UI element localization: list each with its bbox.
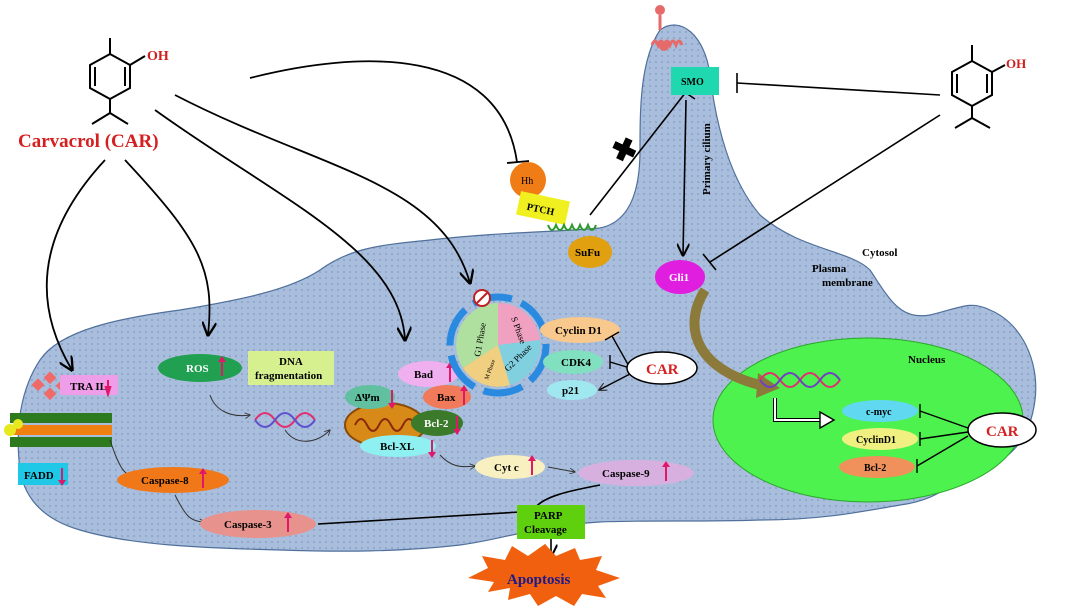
death-receptor-icon: [4, 413, 112, 447]
cytc-node: [475, 455, 545, 479]
car-node-nucleus: [967, 412, 1037, 448]
p21-node: [547, 380, 597, 400]
apoptosis-burst: [468, 544, 620, 606]
bax-label: Bax: [437, 392, 456, 404]
cyclin-d1-node: [540, 317, 620, 343]
smo-label: SMO: [681, 77, 704, 88]
cmyc-node: [842, 400, 918, 422]
cytosol-label: Cytosol: [862, 247, 897, 259]
primary-cilium-label: Primary cilium: [701, 123, 713, 195]
nucleus-dna-helix-icon: [759, 372, 841, 388]
nucleus-car-inhibit: [916, 404, 969, 473]
parp-label: PARP: [534, 510, 563, 522]
bcl2-node-mito: [411, 410, 463, 436]
car-node-cell-cycle: [626, 351, 698, 385]
cyclin-d1-label: Cyclin D1: [555, 325, 602, 337]
cilium-receptor-icon: [650, 5, 684, 51]
carvacrol-structure-left: [89, 38, 146, 125]
casp9-to-parp-line: [534, 484, 601, 509]
ptch-membrane-coil: [547, 222, 597, 231]
hh-label: Hh: [521, 176, 533, 187]
trail-label: TRA IL: [70, 381, 107, 393]
oh-label-left: OH: [147, 49, 169, 64]
cytc-label: Cyt c: [494, 462, 519, 474]
dna-fragmentation-box: [248, 351, 334, 385]
bad-label: Bad: [414, 369, 433, 381]
caspase8-label: Caspase-8: [141, 475, 189, 487]
p21-label: p21: [562, 385, 579, 397]
casp3-to-parp-line: [317, 511, 521, 525]
cdk4-node: [543, 350, 603, 374]
plasma-label: Plasma: [812, 263, 847, 275]
ptch-node: [516, 191, 570, 225]
hedgehog-arrows: [589, 73, 941, 271]
ros-label: ROS: [186, 363, 209, 375]
cell-cycle-car-inhibit: [599, 331, 631, 390]
block-x-icon: ✖: [607, 131, 642, 171]
car-label-cell-cycle: CAR: [646, 362, 679, 378]
car-arrows: [45, 60, 530, 370]
carvacrol-structure-right: [951, 45, 1006, 129]
smo-node: [671, 67, 719, 95]
carvacrol-label: Carvacrol (CAR): [18, 131, 159, 152]
cdk4-label: CDK4: [561, 357, 591, 369]
gli1-to-nucleus-arrow: [689, 287, 762, 390]
gli1-label: Gli1: [669, 272, 689, 284]
fragmentation-label: fragmentation: [255, 370, 322, 382]
cmyc-label: c-myc: [866, 407, 892, 418]
sufu-label: SuFu: [575, 247, 600, 259]
cell-cycle-wheel: [446, 293, 550, 397]
oh-label-right: OH: [1006, 56, 1026, 71]
bad-node: [398, 361, 458, 387]
apoptosis-label: Apoptosis: [507, 572, 571, 588]
bclxl-label: Bcl-XL: [380, 441, 414, 453]
bax-node: [423, 385, 471, 409]
bcl2-node-nucleus: [839, 456, 915, 478]
gli1-arrowhead: [756, 373, 780, 398]
dpsi-label: ΔΨm: [355, 392, 380, 404]
bclxl-node: [360, 435, 436, 457]
sufu-node: [568, 236, 612, 268]
hh-node: [510, 162, 546, 198]
fadd-box: [18, 463, 68, 485]
cyclind1-label-nucleus: CyclinD1: [856, 435, 896, 446]
gli1-node: [655, 260, 705, 294]
dna-helix-icon: [254, 412, 316, 428]
dpsi-node: [345, 385, 395, 409]
parp-box: [517, 505, 585, 539]
cleavage-label: Cleavage: [524, 524, 567, 536]
membrane-label: membrane: [822, 277, 873, 289]
bcl2-label-nucleus: Bcl-2: [864, 463, 886, 474]
trail-box: [60, 375, 118, 395]
caspase9-label: Caspase-9: [602, 468, 650, 480]
fadd-label: FADD: [24, 470, 54, 482]
nucleus-label: Nucleus: [908, 354, 946, 366]
bcl2-label-mito: Bcl-2: [424, 418, 449, 430]
car-label-nucleus: CAR: [986, 424, 1019, 440]
caspase3-label: Caspase-3: [224, 519, 272, 531]
dna-label: DNA: [279, 356, 303, 368]
cyclind1-node-nucleus: [842, 428, 918, 450]
